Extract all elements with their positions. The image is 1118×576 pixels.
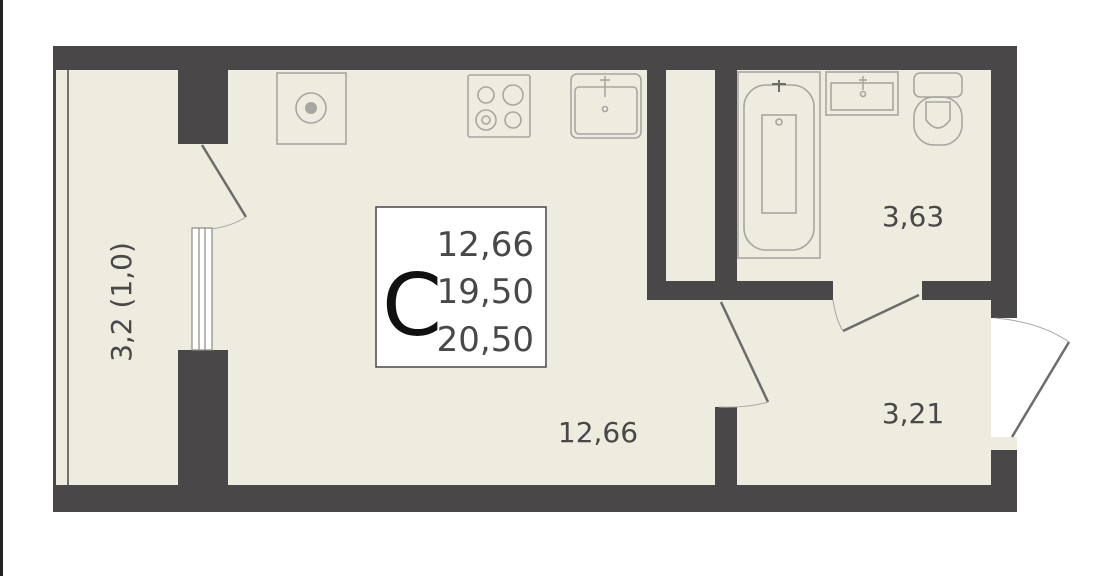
entry-opening xyxy=(991,318,1021,437)
walls xyxy=(53,46,1017,512)
bathtub-icon xyxy=(737,71,821,259)
toilet-icon xyxy=(913,72,963,146)
balcony-door xyxy=(191,144,248,351)
bathroom-door xyxy=(832,293,920,333)
apartment-summary-box: С 12,66 19,50 20,50 xyxy=(375,206,547,368)
room-area-bathroom: 3,63 xyxy=(882,200,944,233)
total-area: 19,50 xyxy=(437,272,534,312)
apartment-type: С xyxy=(382,256,442,356)
bathroom-sink-icon xyxy=(825,71,899,116)
kitchen-sink-icon xyxy=(570,73,642,139)
room-area-main: 12,66 xyxy=(558,416,638,449)
edge-line xyxy=(0,0,3,576)
total-area-with-balcony: 20,50 xyxy=(437,320,534,360)
entry-door xyxy=(994,317,1071,438)
washing-machine-icon xyxy=(276,72,347,145)
kitchen-door xyxy=(718,301,770,408)
stove-icon xyxy=(467,74,531,138)
room-area-balcony: 3,2 (1,0) xyxy=(105,242,138,362)
room-area-hallway: 3,21 xyxy=(882,397,944,430)
living-area: 12,66 xyxy=(437,225,534,265)
